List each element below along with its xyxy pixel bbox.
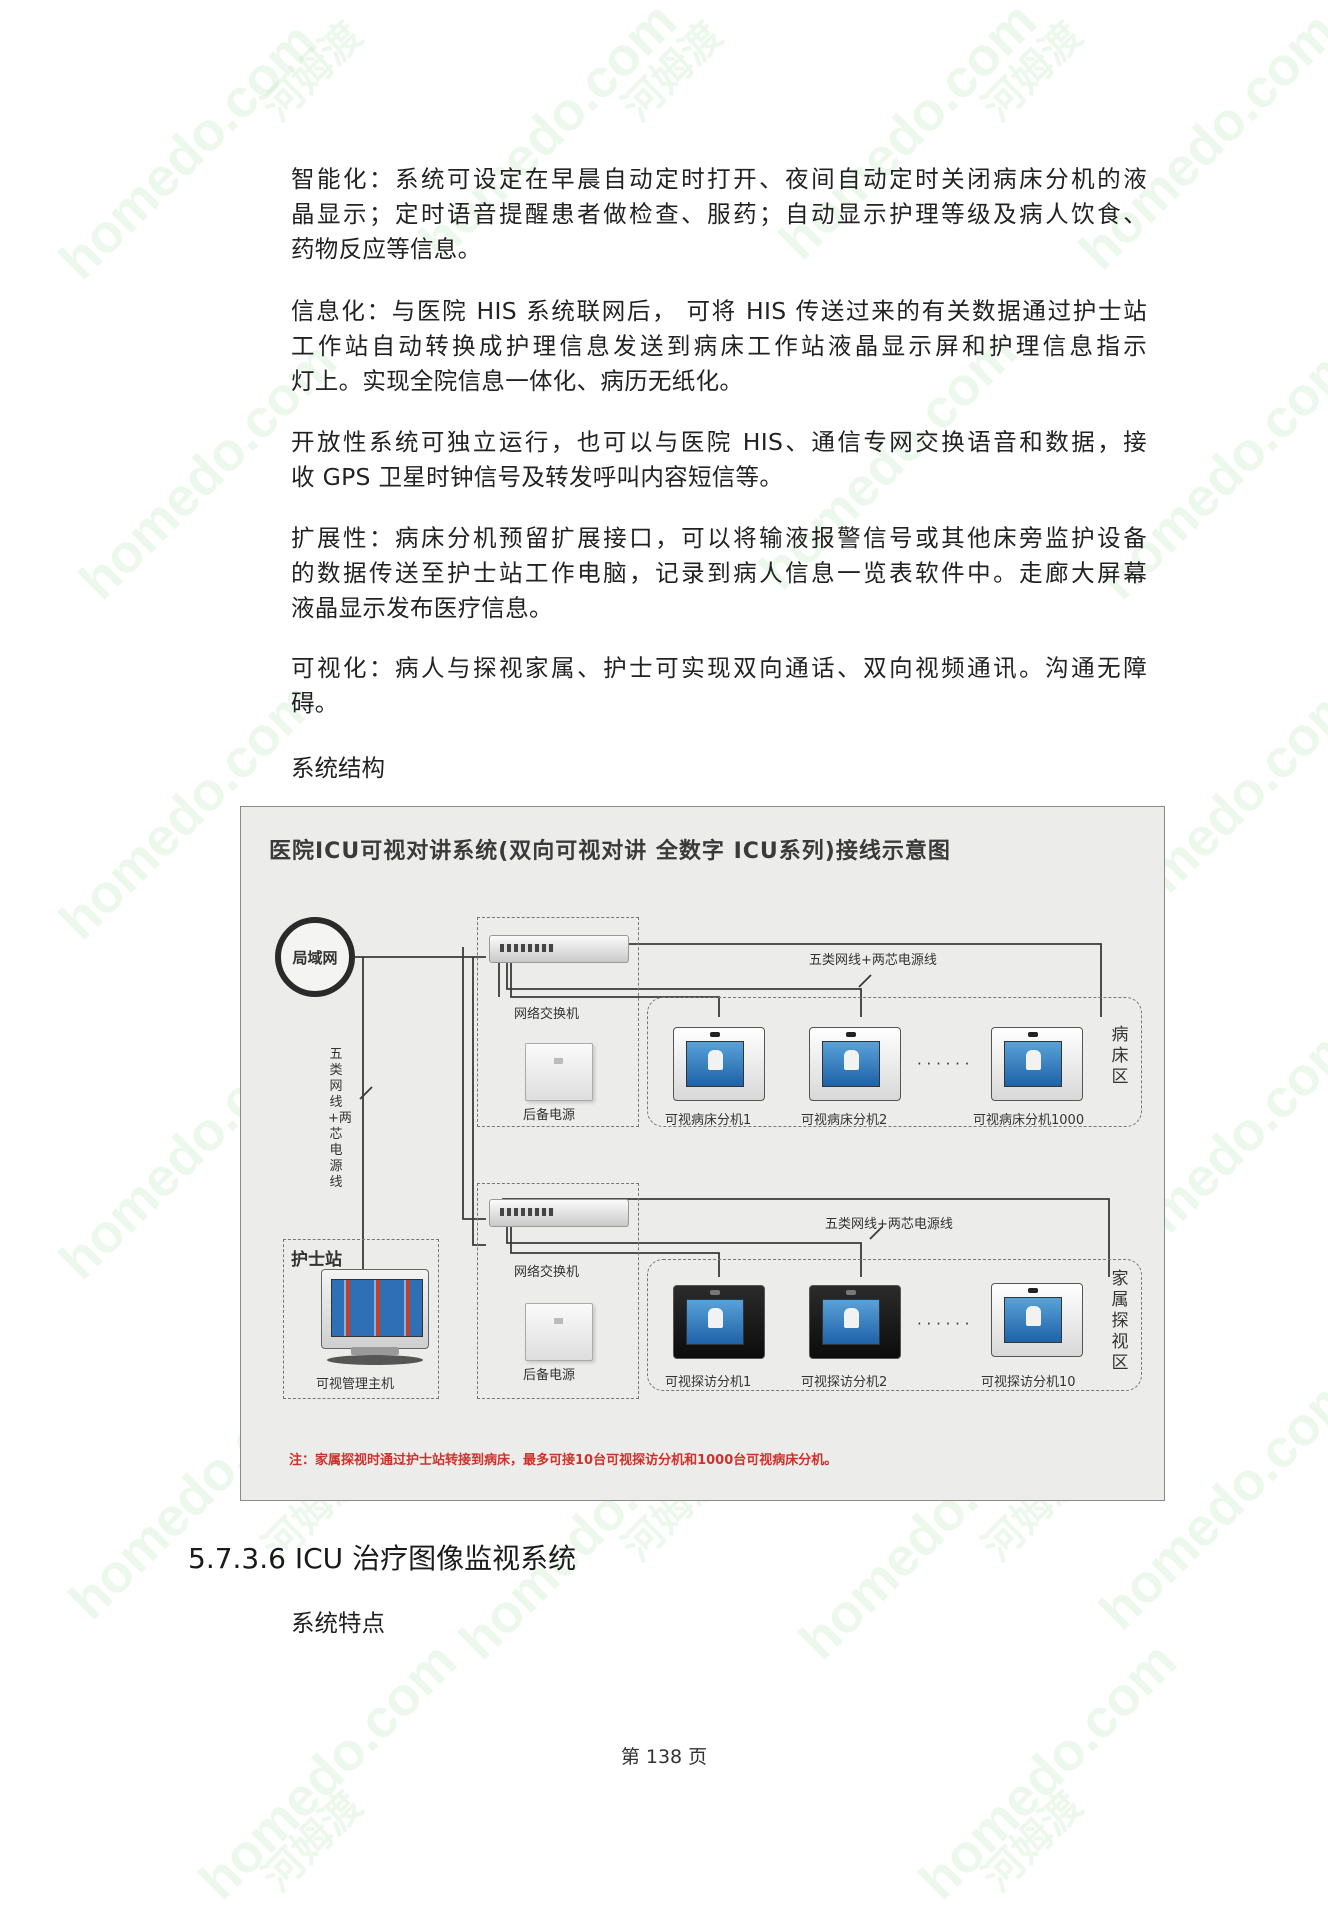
- text-line: 开放性系统可独立运行，也可以与医院 HIS、通信专网交换语音和数据，接: [291, 428, 1147, 456]
- watermark: 河姆渡: [254, 13, 371, 130]
- text-line: 液晶显示发布医疗信息。: [291, 594, 553, 622]
- text-line: 智能化：系统可设定在早晨自动定时打开、夜间自动定时关闭病床分机的液: [291, 165, 1147, 193]
- ellipsis-bed: · · · · · ·: [917, 1055, 970, 1073]
- text-line: 灯上。实现全院信息一体化、病历无纸化。: [291, 367, 744, 395]
- watermark: 河姆渡: [974, 13, 1091, 130]
- text-line: 信息化：与医院 HIS 系统联网后， 可将 HIS 传送过来的有关数据通过护士站: [291, 297, 1147, 325]
- bed-unit-label-2: 可视病床分机2: [801, 1113, 888, 1128]
- ward-zone-box: [647, 997, 1142, 1127]
- ups-label-2: 后备电源: [523, 1368, 576, 1383]
- vertical-cable-label: 五类网线+两芯电源线: [328, 1047, 352, 1190]
- text-line: 扩展性：病床分机预留扩展接口，可以将输液报警信号或其他床旁监护设备: [291, 524, 1147, 552]
- text-line: 药物反应等信息。: [291, 235, 482, 263]
- paragraph-scalability: 扩展性：病床分机预留扩展接口，可以将输液报警信号或其他床旁监护设备 的数据传送至…: [291, 521, 1147, 626]
- ellipsis-visit: · · · · · ·: [917, 1315, 970, 1333]
- watermark: homedo.com: [47, 10, 329, 292]
- bed-unit-label-1: 可视病床分机1: [665, 1113, 752, 1128]
- ward-zone-label: 病床区: [1111, 1025, 1129, 1087]
- watermark: homedo.com: [187, 1630, 469, 1912]
- text-line: 碍。: [291, 689, 339, 717]
- paragraph-intelligent: 智能化：系统可设定在早晨自动定时打开、夜间自动定时关闭病床分机的液 晶显示；定时…: [291, 162, 1147, 267]
- monitor-base: [327, 1355, 423, 1365]
- network-switch-1: [489, 935, 629, 963]
- watermark: homedo.com: [907, 1630, 1189, 1912]
- watermark: 河姆渡: [974, 1783, 1091, 1900]
- visit-zone-label: 家属探视区: [1111, 1269, 1129, 1373]
- visit-terminal-10: [991, 1283, 1083, 1357]
- paragraph-visualization: 可视化：病人与探视家属、护士可实现双向通话、双向视频通讯。沟通无障 碍。: [291, 651, 1147, 721]
- visit-unit-label-2: 可视探访分机2: [801, 1375, 888, 1390]
- host-label: 可视管理主机: [316, 1377, 395, 1392]
- text-line: 收 GPS 卫星时钟信号及转发呼叫内容短信等。: [291, 463, 784, 491]
- visit-terminal-2: [809, 1285, 901, 1359]
- bed-terminal-1000: [991, 1027, 1083, 1101]
- visit-terminal-1: [673, 1285, 765, 1359]
- text-line: 晶显示；定时语音提醒患者做检查、服药；自动显示护理等级及病人饮食、: [291, 200, 1147, 228]
- lan-label: 局域网: [292, 948, 338, 967]
- diagram-title: 医院ICU可视对讲系统(双向可视对讲 全数字 ICU系列)接线示意图: [269, 839, 951, 864]
- nurse-station-label: 护士站: [291, 1250, 342, 1270]
- section-heading: 5.7.3.6 ICU 治疗图像监视系统: [188, 1542, 577, 1575]
- text-line: 工作站自动转换成护理信息发送到病床工作站液晶显示屏和护理信息指示: [291, 332, 1147, 360]
- paragraph-informatization: 信息化：与医院 HIS 系统联网后， 可将 HIS 传送过来的有关数据通过护士站…: [291, 294, 1147, 399]
- section-label-structure: 系统结构: [291, 754, 385, 782]
- switch-label-1: 网络交换机: [514, 1007, 580, 1022]
- monitor-stand: [351, 1347, 399, 1355]
- visit-unit-label-10: 可视探访分机10: [981, 1375, 1076, 1390]
- diagram-note: 注：家属探视时通过护士站转接到病床，最多可接10台可视探访分机和1000台可视病…: [289, 1453, 838, 1468]
- ups-device-1: [525, 1043, 593, 1101]
- paragraph-openness: 开放性系统可独立运行，也可以与医院 HIS、通信专网交换语音和数据，接 收 GP…: [291, 425, 1147, 495]
- switch-group-1: [477, 917, 639, 1127]
- text-line: 的数据传送至护士站工作电脑，记录到病人信息一览表软件中。走廊大屏幕: [291, 559, 1147, 587]
- section-label-features: 系统特点: [291, 1609, 385, 1637]
- lan-node: 局域网: [275, 917, 355, 997]
- cable-label-ward: 五类网线+两芯电源线: [809, 953, 937, 968]
- bed-terminal-2: [809, 1027, 901, 1101]
- page-number: 第 138 页: [620, 1746, 708, 1768]
- visit-zone-box: [647, 1259, 1142, 1391]
- bed-terminal-1: [673, 1027, 765, 1101]
- ups-label-1: 后备电源: [523, 1108, 576, 1123]
- switch-label-2: 网络交换机: [514, 1265, 580, 1280]
- text-line: 可视化：病人与探视家属、护士可实现双向通话、双向视频通讯。沟通无障: [291, 654, 1147, 682]
- ups-device-2: [525, 1303, 593, 1361]
- visit-unit-label-1: 可视探访分机1: [665, 1375, 752, 1390]
- bed-unit-label-1000: 可视病床分机1000: [973, 1113, 1085, 1128]
- cable-label-visit: 五类网线+两芯电源线: [825, 1217, 953, 1232]
- network-switch-2: [489, 1199, 629, 1227]
- watermark: 河姆渡: [614, 13, 731, 130]
- switch-group-2: [477, 1183, 639, 1399]
- icu-wiring-diagram: 医院ICU可视对讲系统(双向可视对讲 全数字 ICU系列)接线示意图 局域网 五…: [240, 806, 1165, 1501]
- management-host-monitor: [321, 1269, 429, 1349]
- nurse-station-box: [283, 1239, 439, 1399]
- watermark: 河姆渡: [254, 1783, 371, 1900]
